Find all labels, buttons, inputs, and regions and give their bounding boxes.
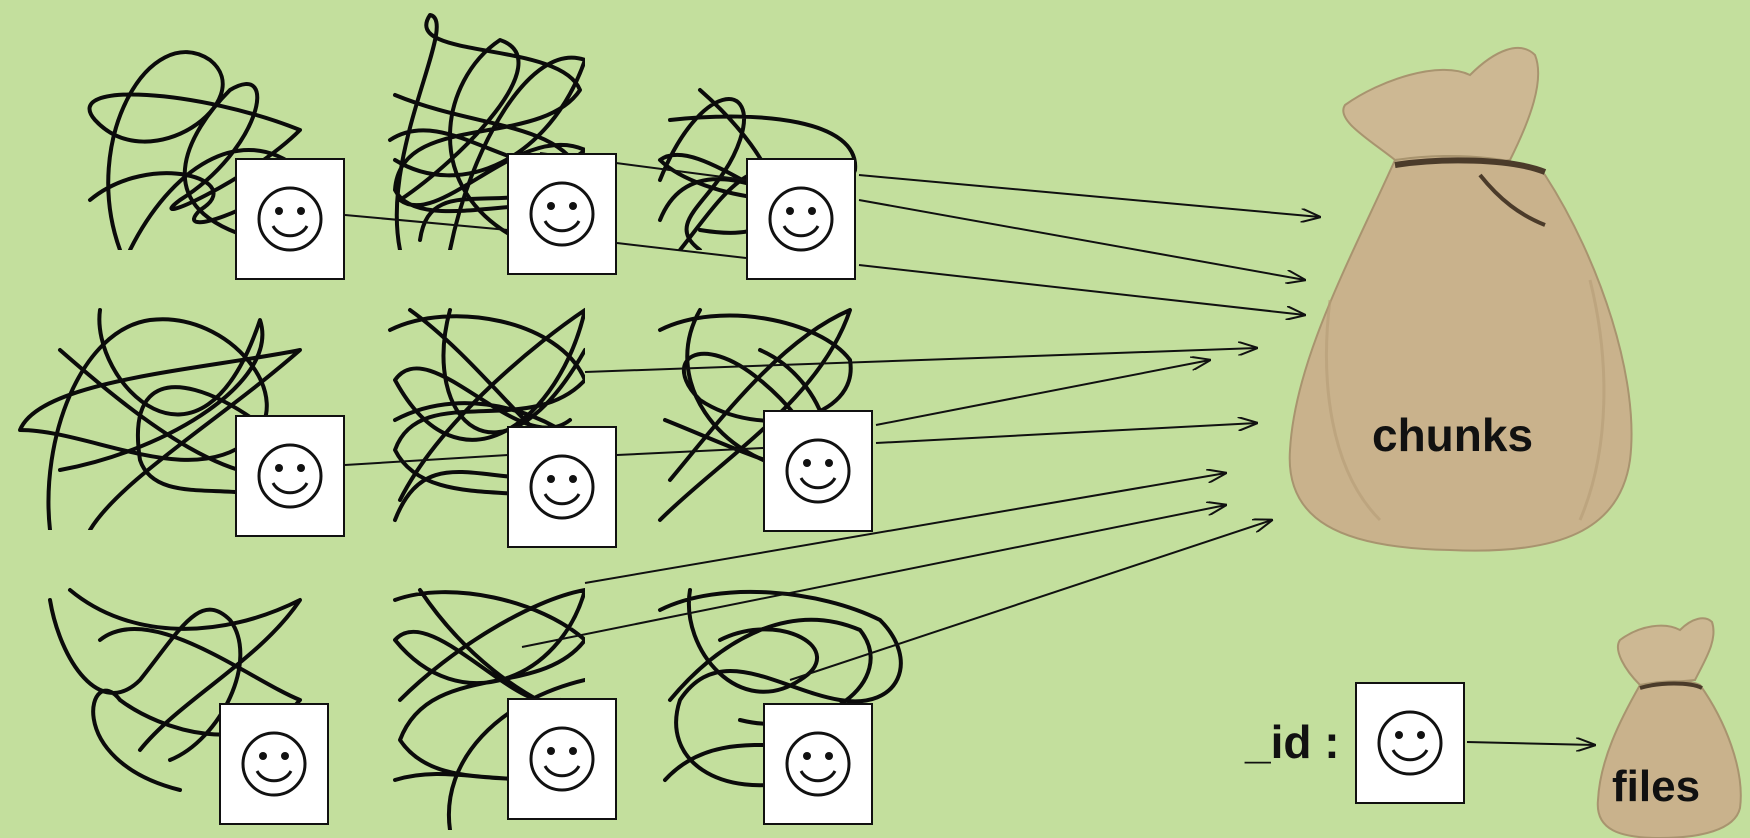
smiley-face-icon — [257, 443, 323, 509]
arrow-chunk-2 — [858, 199, 1305, 280]
scribble-chunk-9 — [658, 588, 903, 788]
scribble-chunk-2 — [388, 13, 585, 250]
arrow-chunk-5 — [875, 360, 1210, 426]
smiley-face-icon — [257, 186, 323, 252]
file-id-box — [1355, 682, 1465, 804]
chunk-arrows — [521, 174, 1320, 681]
arrow-chunk-1 — [858, 174, 1320, 217]
scribble-chunk-7 — [48, 588, 302, 792]
arrow-chunk-9 — [789, 520, 1272, 681]
smiley-face-icon — [785, 438, 851, 504]
chunk-id-box-9 — [763, 703, 873, 825]
chunk-id-box-7 — [219, 703, 329, 825]
files-bag-icon — [1596, 617, 1742, 838]
smiley-face-icon — [241, 731, 307, 797]
scribble-chunk-1 — [87, 50, 302, 250]
id-label: _id : — [1245, 716, 1340, 768]
scribble-chunk-6 — [658, 308, 862, 522]
smiley-face-icon — [529, 181, 595, 247]
smiley-face-icon — [529, 726, 595, 792]
chunk-id-box-3 — [746, 158, 856, 280]
chunk-id-box-5 — [507, 426, 617, 548]
files-label: files — [1612, 762, 1701, 811]
scribble-chunk-4 — [18, 308, 312, 530]
smiley-face-icon — [1377, 710, 1443, 776]
smiley-face-icon — [785, 731, 851, 797]
chunks-label: chunks — [1372, 409, 1534, 461]
smiley-face-icon — [768, 186, 834, 252]
arrow-chunk-3 — [858, 264, 1305, 315]
smiley-face-icon — [529, 454, 595, 520]
chunk-id-box-8 — [507, 698, 617, 820]
chunk-id-box-6 — [763, 410, 873, 532]
scribble-chunk-8 — [393, 588, 585, 830]
arrow-id-to-files — [1466, 742, 1595, 745]
connector-lines — [344, 152, 764, 466]
arrow-chunk-4 — [584, 348, 1257, 373]
chunks-bag-icon — [1288, 46, 1633, 552]
arrow-chunk-8 — [521, 505, 1226, 648]
chunk-id-box-1 — [235, 158, 345, 280]
chunk-id-box-2 — [507, 153, 617, 275]
arrow-chunk-7 — [584, 473, 1226, 584]
arrow-chunk-6 — [875, 423, 1257, 444]
chunk-id-box-4 — [235, 415, 345, 537]
